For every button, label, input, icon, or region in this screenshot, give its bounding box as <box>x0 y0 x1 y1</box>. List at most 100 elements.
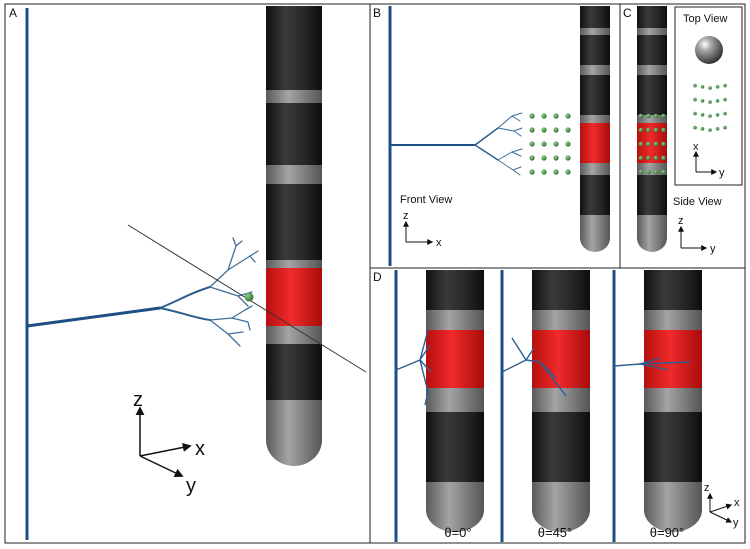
top-view-inset <box>674 6 743 186</box>
electrode-d-segment <box>532 482 590 510</box>
grid-node <box>715 113 720 117</box>
node-grid-top-view <box>693 83 727 132</box>
grid-node <box>723 97 727 102</box>
grid-node <box>541 155 547 161</box>
grid-node <box>638 141 644 147</box>
grid-node <box>661 169 666 175</box>
axon-tree-b <box>389 112 523 176</box>
grid-node <box>541 127 547 133</box>
theta-label-0: θ=0° <box>444 525 471 540</box>
axis-triad-icon: z x y <box>704 482 740 529</box>
grid-node <box>553 127 559 133</box>
electrode-d-segment <box>532 310 590 330</box>
grid-node <box>653 169 659 175</box>
grid-node <box>661 127 666 133</box>
grid-node <box>723 111 727 116</box>
grid-node <box>715 127 720 131</box>
electrode-d-segment <box>532 412 590 482</box>
axis-z-label: z <box>403 210 409 222</box>
axon-arbor-d <box>395 329 432 406</box>
axis-y-label: y <box>733 517 739 529</box>
grid-node <box>646 127 651 133</box>
axis-y-label: y <box>710 243 716 255</box>
electrode-a <box>266 6 322 466</box>
axis-z-label: z <box>133 389 143 411</box>
electrode-d-segment <box>644 412 702 482</box>
grid-node <box>708 128 712 132</box>
front-view-label: Front View <box>400 194 452 206</box>
grid-node <box>653 155 659 161</box>
grid-node <box>700 85 705 89</box>
electrode-d-segment <box>644 310 702 330</box>
node-of-ranvier-a <box>244 292 254 302</box>
grid-node <box>646 169 651 175</box>
grid-node <box>708 86 712 90</box>
axis-z-label: z <box>678 215 684 227</box>
electrode-d-segment <box>644 330 702 388</box>
electrode-d-segment <box>426 388 484 412</box>
grid-node <box>553 169 559 175</box>
electrode-tip-sphere-icon <box>695 36 723 64</box>
grid-node <box>693 97 697 102</box>
grid-node <box>646 113 651 119</box>
grid-node <box>693 125 697 130</box>
electrode-d-segment <box>426 482 484 510</box>
grid-node <box>553 113 559 119</box>
grid-node <box>553 141 559 147</box>
axis-y-label: y <box>719 167 725 179</box>
electrode-d-segment <box>644 270 702 310</box>
grid-node <box>708 114 712 118</box>
electrode-d-segment <box>426 310 484 330</box>
panel-c: C Top View x y Side View z <box>619 3 746 269</box>
axis-y-label: y <box>186 475 196 497</box>
grid-node <box>653 113 659 119</box>
electrode-rotation-series <box>394 270 702 542</box>
axis-z-label: z <box>704 482 710 494</box>
axis-x-label: x <box>436 237 442 249</box>
grid-node <box>661 113 666 119</box>
axis-x-label: x <box>693 141 699 153</box>
grid-node <box>653 127 659 133</box>
axis-x-label: x <box>734 497 740 509</box>
panel-d-label: D <box>373 270 382 284</box>
axis-x-label: x <box>195 438 205 460</box>
grid-node <box>565 169 571 175</box>
grid-node <box>529 127 535 133</box>
electrode-a-active-contact <box>266 268 322 326</box>
grid-node <box>529 155 535 161</box>
grid-node <box>661 155 666 161</box>
electrode-d-tip <box>644 510 702 532</box>
grid-node <box>715 99 720 103</box>
grid-node <box>708 100 712 104</box>
electrode-d-segment <box>426 270 484 310</box>
electrode-d-segment <box>644 388 702 412</box>
panel-a: A <box>4 3 371 544</box>
grid-node <box>565 141 571 147</box>
grid-node <box>693 83 697 88</box>
electrode-d-segment <box>532 330 590 388</box>
grid-node <box>693 111 697 116</box>
electrode-d-segment <box>426 412 484 482</box>
side-view-label: Side View <box>673 196 722 208</box>
panel-b-border <box>369 3 621 269</box>
top-view-label: Top View <box>683 13 727 25</box>
electrode-d-tip <box>426 510 484 532</box>
axis-triad-icon: z x y <box>133 389 205 497</box>
grid-node <box>541 141 547 147</box>
electrode-d-segment <box>644 482 702 510</box>
grid-node <box>700 127 705 131</box>
grid-node <box>653 141 659 147</box>
grid-node <box>723 125 727 130</box>
grid-node <box>638 169 644 175</box>
grid-node <box>529 113 535 119</box>
panel-d: D z x y θ=0° θ=45° θ=90° <box>369 267 746 544</box>
theta-label-90: θ=90° <box>650 525 684 540</box>
grid-node <box>646 155 651 161</box>
axis-triad-icon: z y <box>678 215 716 255</box>
electrode-d-segment <box>532 388 590 412</box>
node-grid-side-view <box>638 113 666 175</box>
axon-arbor-d <box>613 357 691 371</box>
panel-a-label: A <box>9 6 17 20</box>
node-grid-front-view <box>529 113 571 175</box>
